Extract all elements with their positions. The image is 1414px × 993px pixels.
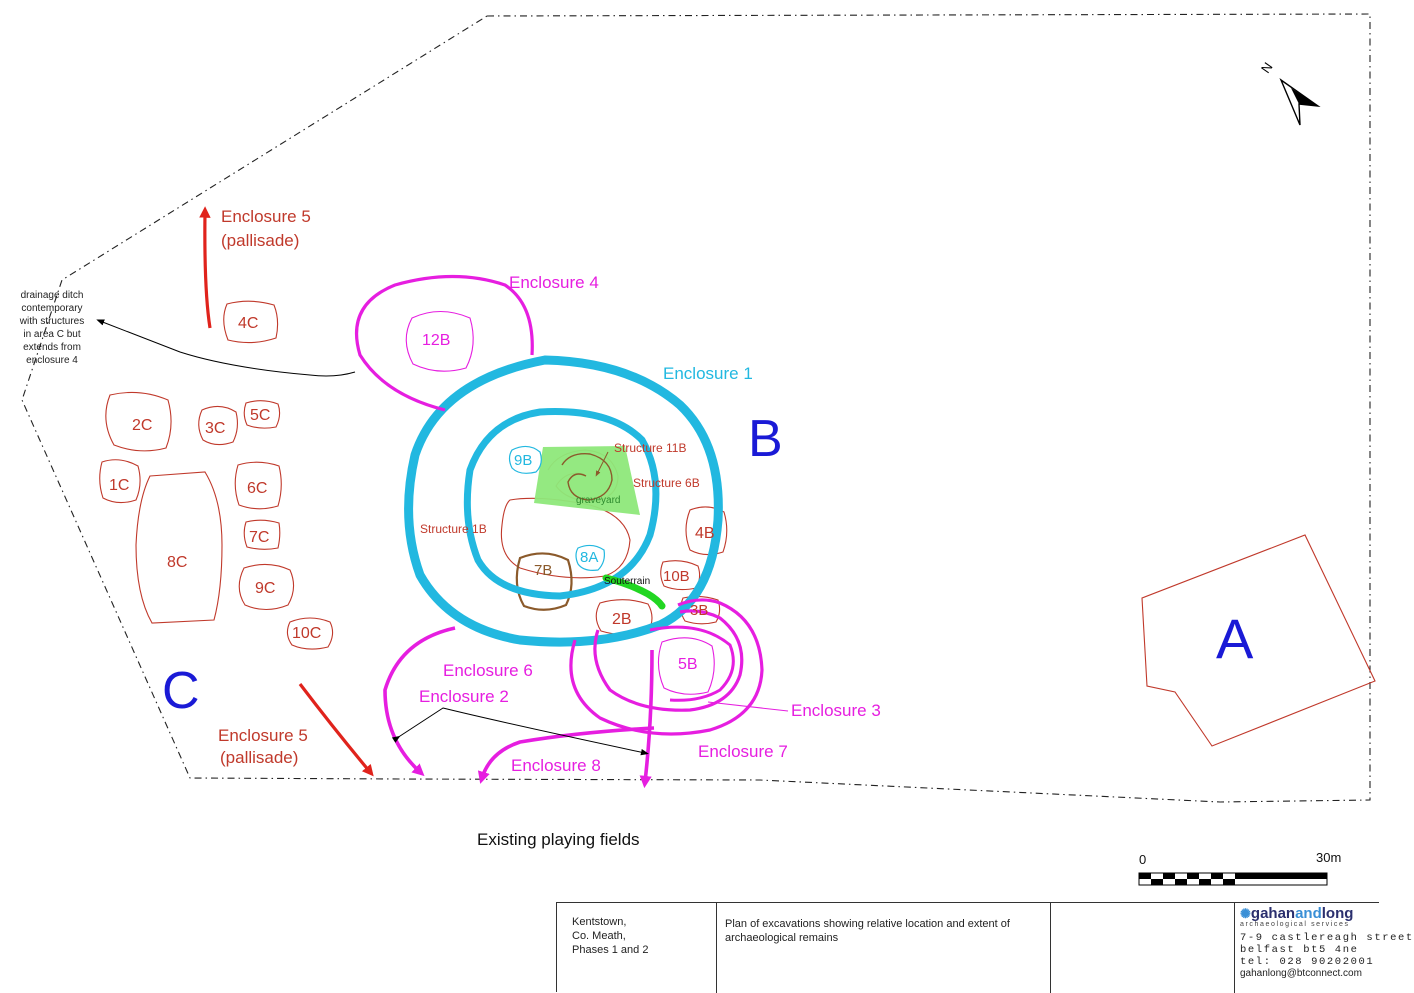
enclosure-3-outline: [593, 609, 744, 712]
site-line-2: Co. Meath,: [572, 930, 626, 942]
structure-1c-outline: [99, 459, 141, 504]
structure-5b-label: 5B: [678, 656, 698, 673]
structure-10c-outline: [286, 617, 334, 650]
company-logo: ✺gahanandlong archaeological services 7-…: [1240, 905, 1414, 992]
structure-3c-outline: [198, 405, 239, 446]
structure-9b-outline: [508, 445, 542, 474]
enclosure-5-south-sub: (pallisade): [220, 748, 298, 767]
structure-1b-label: Structure 1B: [420, 522, 487, 536]
area-a-label: A: [1216, 607, 1254, 670]
drainage-note-line-3: with structures: [19, 316, 84, 327]
structure-7b-label: 7B: [534, 562, 552, 579]
structure-8c-outline: [135, 471, 223, 624]
structure-5c-outline: [243, 400, 281, 429]
structure-6c-outline: [234, 461, 282, 510]
site-line-3: Phases 1 and 2: [572, 944, 649, 956]
drainage-ditch-pointer: [96, 319, 356, 377]
address-line-3: tel: 028 90202001: [1240, 956, 1375, 968]
structure-4b-label: 4B: [695, 525, 715, 542]
excavation-plan: N: [19, 13, 1376, 886]
structure-10c-label: 10C: [292, 625, 321, 642]
enclosure-4-label: Enclosure 4: [509, 273, 599, 292]
description-cell: Plan of excavations showing relative loc…: [717, 903, 1051, 993]
area-a-outline: [1141, 534, 1376, 747]
enclosure-6-label: Enclosure 6: [443, 661, 533, 680]
north-label: N: [1258, 60, 1276, 76]
structure-5c-label: 5C: [250, 407, 270, 424]
title-block: Kentstown, Co. Meath, Phases 1 and 2 Pla…: [556, 902, 1379, 993]
structure-11b-pointer: [595, 451, 609, 477]
drainage-note-line-1: drainage ditch: [21, 290, 84, 301]
address-line-1: 7-9 castlereagh street: [1240, 932, 1414, 944]
structure-5b-outline: [657, 637, 715, 695]
site-cell: Kentstown, Co. Meath, Phases 1 and 2: [557, 903, 717, 993]
logo-subtitle: archaeological services: [1240, 921, 1350, 928]
drainage-note-line-5: extends from: [23, 342, 81, 353]
description-text: Plan of excavations showing relative loc…: [725, 918, 1010, 944]
logo-mark-icon: ✺: [1240, 906, 1251, 921]
structure-6c-label: 6C: [247, 480, 267, 497]
structure-6b-label: Structure 6B: [633, 476, 700, 490]
enclosure-7-outline: [569, 598, 764, 736]
structure-12b-outline: [405, 310, 474, 372]
structure-7c-label: 7C: [249, 529, 269, 546]
enclosure-1-outer: [404, 355, 723, 647]
graveyard-area: [534, 446, 640, 515]
structure-10b-label: 10B: [663, 568, 690, 585]
enclosure-1-label: Enclosure 1: [663, 364, 753, 383]
email: gahanlong@btconnect.com: [1240, 968, 1362, 979]
graveyard-spiral: [561, 453, 613, 501]
drainage-note-line-6: enclosure 4: [26, 355, 78, 366]
enclosure-5-south-label: Enclosure 5: [218, 726, 308, 745]
enclosure-3-inner: [649, 625, 735, 702]
structure-1c-label: 1C: [109, 477, 129, 494]
structure-11b-label: Structure 11B: [614, 441, 686, 455]
souterrain: [602, 574, 666, 610]
structure-3b-label: 3B: [690, 602, 708, 619]
area-b-label: B: [748, 410, 783, 468]
enclosure-4-outline: [355, 274, 534, 412]
area-c-label: C: [162, 662, 200, 720]
scale-bar: 0 30m: [1138, 850, 1341, 886]
structure-8a-outline: [575, 544, 605, 571]
playing-fields-label: Existing playing fields: [477, 830, 640, 849]
structure-9b-label: 9B: [514, 452, 532, 469]
structure-3c-label: 3C: [205, 420, 225, 437]
scale-start-label: 0: [1139, 852, 1146, 867]
enclosure-2-pointer: [391, 707, 649, 756]
structure-4c-outline: [223, 300, 279, 344]
enclosure-8-label: Enclosure 8: [511, 756, 601, 775]
drainage-note-line-4: in area C but: [23, 329, 80, 340]
enclosure-2-line: [639, 649, 654, 789]
enclosure-5-south-arrow: [298, 683, 374, 777]
enclosure-5-north-sub: (pallisade): [221, 231, 299, 250]
enclosure-1-inner: [463, 408, 660, 600]
north-arrow: N: [1258, 60, 1321, 126]
enclosure-3-label: Enclosure 3: [791, 701, 881, 720]
enclosure-2-label: Enclosure 2: [419, 687, 509, 706]
structure-4c-label: 4C: [238, 315, 258, 332]
structure-12b-label: 12B: [422, 332, 450, 349]
enclosure-7-label: Enclosure 7: [698, 742, 788, 761]
structure-9c-label: 9C: [255, 580, 275, 597]
address-line-2: belfast bt5 4ne: [1240, 944, 1359, 956]
logo-name: ✺gahanandlong: [1240, 905, 1354, 922]
souterrain-label: Souterrain: [604, 576, 650, 587]
structure-8a-label: 8A: [580, 549, 598, 566]
site-line-1: Kentstown,: [572, 916, 627, 928]
site-boundary: [21, 13, 1371, 803]
graveyard-label: graveyard: [576, 495, 620, 506]
blank-cell: [1051, 903, 1235, 993]
enclosure-5-north-label: Enclosure 5: [221, 207, 311, 226]
drainage-note-line-2: contemporary: [21, 303, 82, 314]
enclosure-5-north-arrow: [199, 206, 212, 329]
structure-7c-outline: [243, 519, 281, 550]
scale-end-label: 30m: [1316, 850, 1341, 865]
structure-9c-outline: [238, 563, 295, 611]
enclosure-3-pointer: [707, 701, 789, 712]
structure-8c-label: 8C: [167, 554, 187, 571]
structure-2c-outline: [105, 391, 172, 452]
structure-2c-label: 2C: [132, 417, 152, 434]
structure-2b-label: 2B: [612, 611, 632, 628]
